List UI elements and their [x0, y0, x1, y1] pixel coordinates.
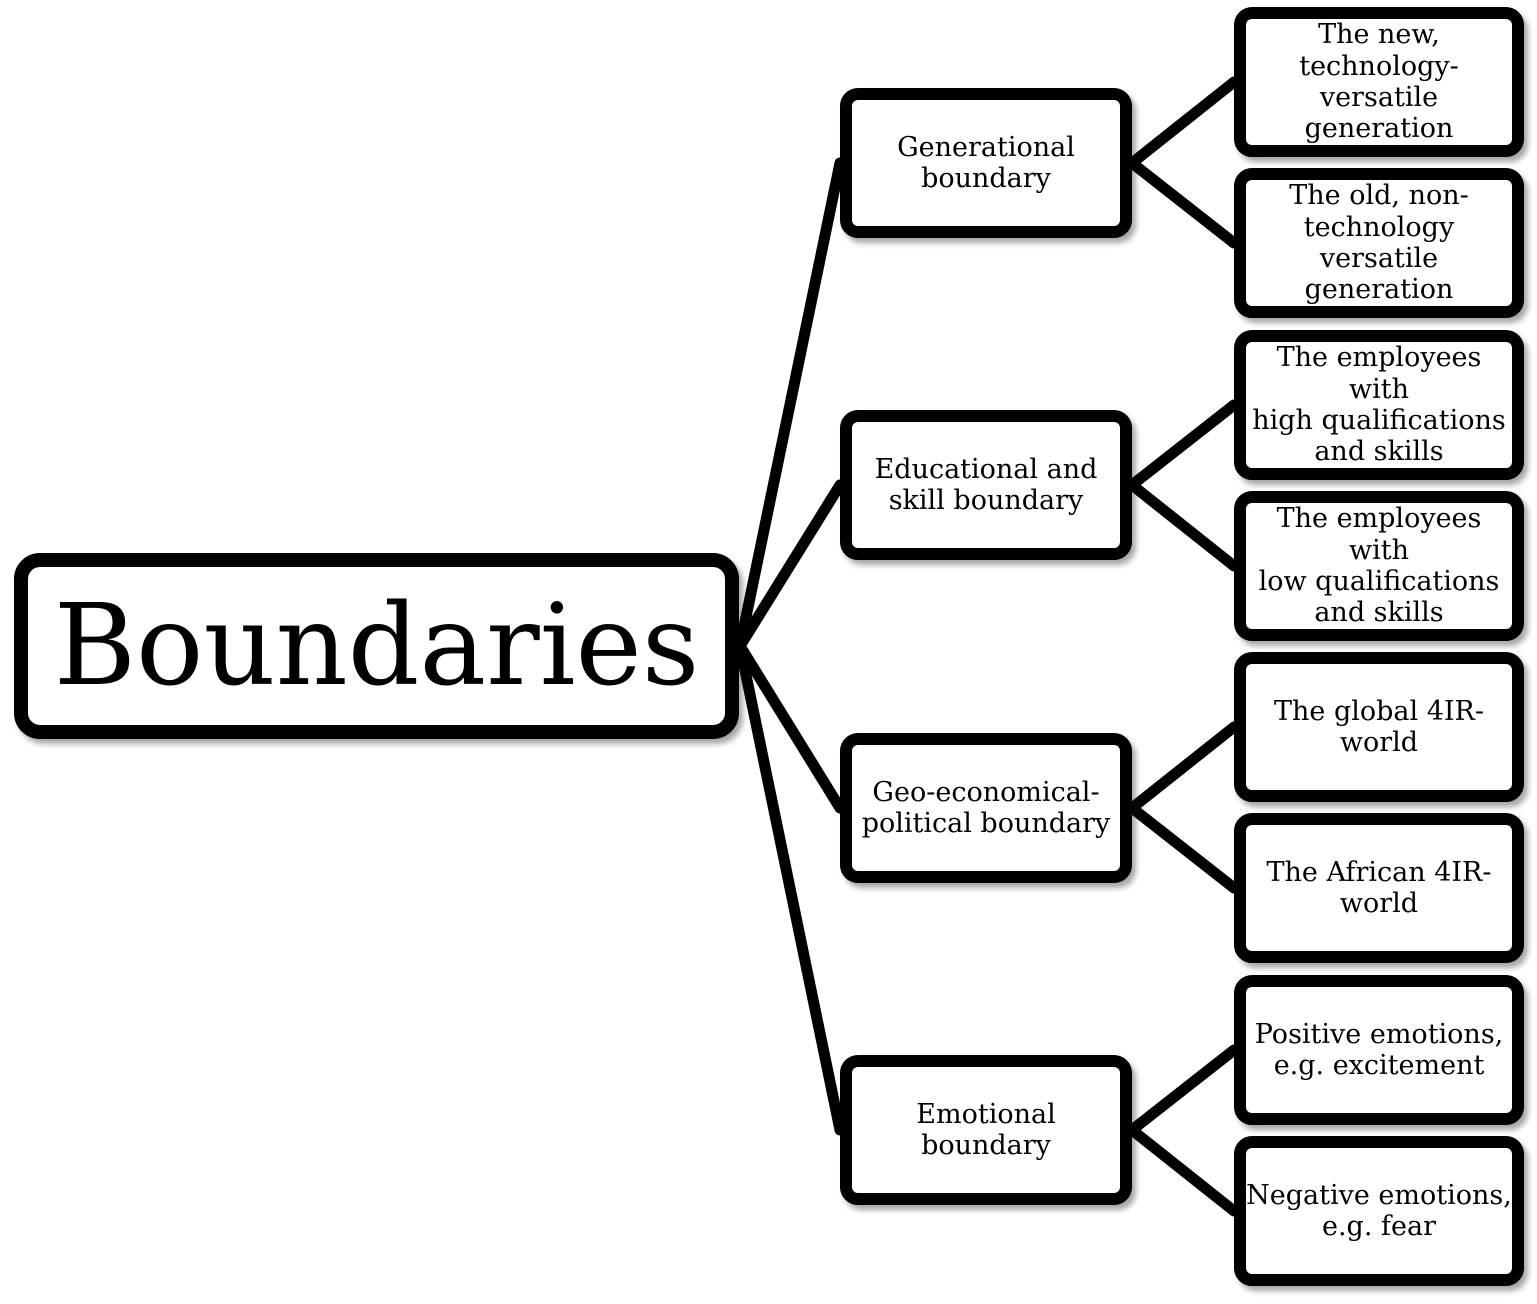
root-to-branch-line: [734, 640, 846, 1136]
branch-to-leaf-line: [1126, 76, 1240, 169]
branch-label: Geo-economical- political boundary: [861, 776, 1111, 839]
branch-to-leaf-line: [1126, 479, 1240, 572]
leaf-node-african-4ir: The African 4IR- world: [1234, 813, 1524, 963]
leaf-node-global-4ir: The global 4IR- world: [1234, 652, 1524, 802]
leaf-node-negative-emotions: Negative emotions, e.g. fear: [1234, 1136, 1524, 1286]
root-to-branch-line: [734, 640, 846, 814]
leaf-node-old-generation: The old, non- technology versatile gener…: [1234, 168, 1524, 318]
branch-node-geo-economical: Geo-economical- political boundary: [840, 733, 1132, 883]
branch-to-leaf-line: [1126, 1124, 1240, 1217]
leaf-node-high-qualifications: The employees with high qualifications a…: [1234, 330, 1524, 480]
leaf-node-positive-emotions: Positive emotions, e.g. excitement: [1234, 975, 1524, 1125]
root-to-branch-line: [734, 157, 846, 652]
branch-to-leaf-line: [1126, 1044, 1240, 1136]
leaf-node-new-generation: The new, technology-versatile generation: [1234, 7, 1524, 157]
branch-label: Educational and skill boundary: [874, 453, 1098, 516]
branch-to-leaf-line: [1126, 802, 1240, 894]
leaf-node-low-qualifications: The employees with low qualifications an…: [1234, 491, 1524, 641]
root-node-boundaries: Boundaries: [14, 553, 739, 739]
branch-to-leaf-line: [1126, 399, 1240, 491]
branch-node-emotional: Emotional boundary: [840, 1055, 1132, 1205]
branch-to-leaf-line: [1126, 157, 1240, 249]
branch-label: Emotional boundary: [916, 1098, 1056, 1161]
root-label: Boundaries: [53, 581, 700, 711]
root-to-branch-line: [734, 479, 846, 652]
branch-label: Generational boundary: [897, 131, 1075, 194]
branch-node-generational: Generational boundary: [840, 88, 1132, 238]
branch-to-leaf-line: [1126, 721, 1240, 814]
branch-node-educational: Educational and skill boundary: [840, 410, 1132, 560]
